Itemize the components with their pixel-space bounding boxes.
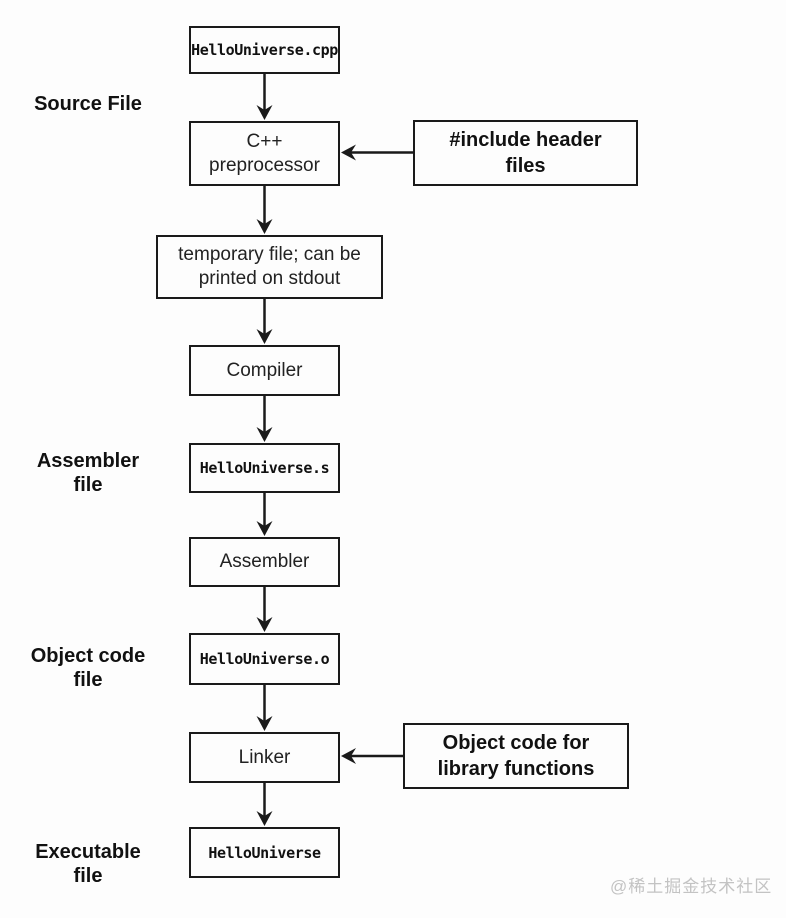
node-linker-label: Linker [238,746,291,768]
node-executable-label: HelloUniverse [208,843,321,862]
node-assembler: Assembler [189,537,340,587]
node-compiler-label: Compiler [226,359,303,381]
node-object-file: HelloUniverse.o [189,633,340,685]
node-temp-file-line1: temporary file; can be [178,244,361,265]
node-object-file-label: HelloUniverse.o [199,650,330,668]
node-executable: HelloUniverse [189,827,340,878]
node-preprocessor: C++ preprocessor [189,121,340,186]
node-preprocessor-line2: preprocessor [209,154,320,176]
node-source-cpp: HelloUniverse.cpp [189,26,340,74]
label-executable-file-line1: Executable [35,841,141,863]
label-assembler-file-line1: Assembler [36,450,140,472]
annotation-include-headers-line2: files [505,155,546,177]
annotation-include-headers-line1: #include header [449,129,602,151]
node-compiler: Compiler [189,345,340,396]
arrow-preprocessor-to-tempfile [256,186,273,234]
node-assembler-file: HelloUniverse.s [189,443,340,493]
label-executable-file: Executable file [13,840,163,888]
arrow-objfile-to-linker [256,685,273,731]
arrow-cpp-to-preprocessor [256,74,273,120]
node-assembler-label: Assembler [219,551,310,572]
label-source-file: Source File [13,92,163,116]
node-temp-file-line2: printed on stdout [198,268,341,289]
label-source-file-line1: Source File [34,93,142,115]
annotation-include-headers: #include header files [413,120,638,186]
arrow-include-to-preprocessor [341,144,413,161]
node-preprocessor-line1: C++ [246,130,283,152]
label-object-code-file-line1: Object code [30,645,146,667]
label-assembler-file: Assembler file [13,449,163,497]
annotation-object-code-library: Object code for library functions [403,723,629,789]
node-linker: Linker [189,732,340,783]
node-assembler-file-label: HelloUniverse.s [199,459,330,477]
node-temp-file: temporary file; can be printed on stdout [156,235,383,299]
arrow-objlib-to-linker [341,748,403,764]
node-source-cpp-label: HelloUniverse.cpp [191,41,338,59]
arrow-compiler-to-asmfile [256,396,273,442]
arrow-assembler-to-objfile [256,587,273,632]
label-object-code-file: Object code file [13,644,163,692]
label-object-code-file-line2: file [73,669,103,691]
annotation-object-code-library-line1: Object code for [442,732,590,754]
label-assembler-file-line2: file [73,474,103,496]
arrow-asmfile-to-assembler [256,493,273,536]
label-executable-file-line2: file [73,865,103,887]
arrow-tempfile-to-compiler [256,299,273,344]
arrow-linker-to-executable [256,783,273,826]
annotation-object-code-library-line2: library functions [437,758,595,780]
watermark-text: @稀土掘金技术社区 [610,877,773,896]
